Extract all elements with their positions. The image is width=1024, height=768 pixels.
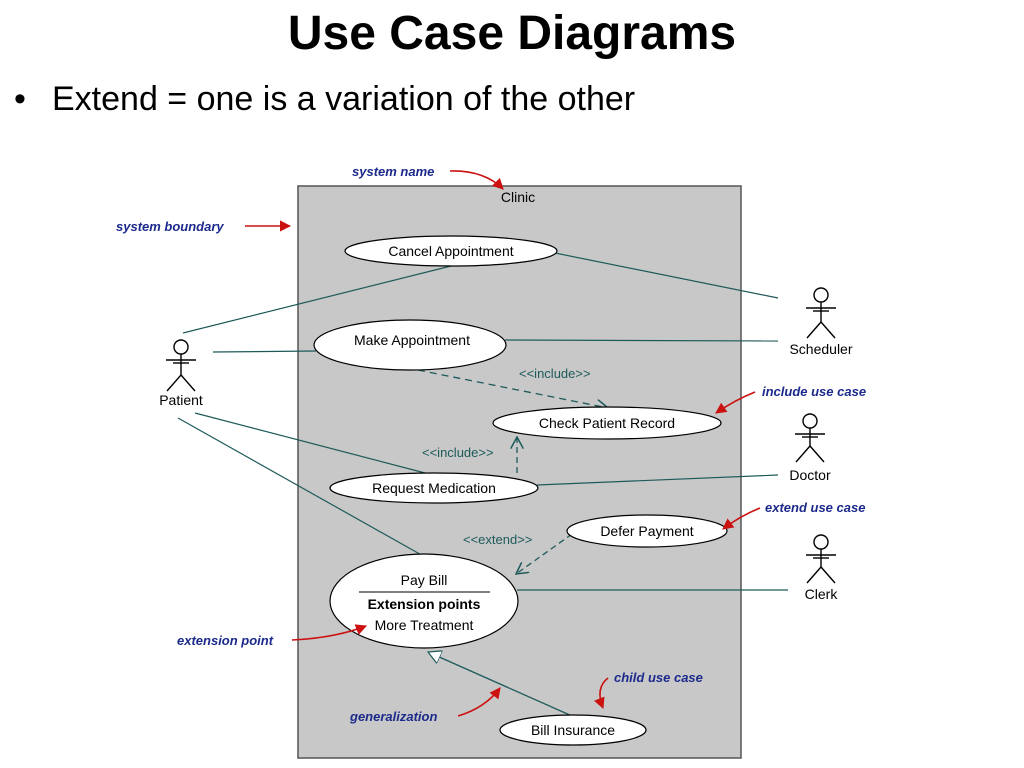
annotation-extend-use-case: extend use case [722, 500, 865, 530]
use-case-label: Make Appointment [354, 332, 470, 348]
annotation-text: generalization [349, 709, 437, 724]
annotation-generalization: generalization [349, 687, 501, 724]
annotation-text: extend use case [765, 500, 865, 515]
use-case-defer-payment: Defer Payment [566, 514, 728, 548]
include-arrow-make-check [417, 369, 608, 408]
bullet-point: • Extend = one is a variation of the othe… [14, 80, 635, 119]
assoc-patient-paybill [177, 417, 426, 558]
extension-points-header: Extension points [368, 596, 481, 612]
annotation-extension-point: extension point [177, 624, 368, 648]
assoc-patient-cancel [182, 264, 456, 334]
use-case-label: Cancel Appointment [388, 243, 513, 259]
actor-scheduler: Scheduler [789, 287, 853, 357]
association-lines [177, 252, 788, 591]
stick-figure-icon [795, 413, 825, 463]
bullet-marker: • [14, 80, 26, 118]
annotation-text: child use case [614, 670, 703, 685]
red-arrow [722, 507, 761, 530]
actor-label: Patient [159, 392, 203, 408]
actor-label: Doctor [789, 467, 831, 483]
annotation-child-use-case: child use case [594, 670, 703, 710]
assoc-scheduler-make [504, 339, 779, 342]
red-arrow [457, 687, 501, 717]
annotation-text: extension point [177, 633, 274, 648]
annotation-text: system name [352, 164, 434, 179]
use-case-make-appointment: Make Appointment [313, 319, 507, 371]
extension-point-more-treatment: More Treatment [375, 617, 474, 633]
use-case-label: Defer Payment [600, 523, 693, 539]
use-case-cancel-appointment: Cancel Appointment [344, 235, 558, 267]
actor-label: Clerk [805, 586, 839, 602]
include-label-2: <<include>> [422, 445, 494, 460]
red-arrow [594, 677, 609, 710]
annotation-include-use-case: include use case [715, 384, 866, 414]
use-case-label: Pay Bill [401, 572, 448, 588]
assoc-patient-request [194, 412, 426, 474]
include-label-1: <<include>> [519, 366, 591, 381]
assoc-doctor-request [536, 474, 779, 486]
actor-doctor: Doctor [789, 413, 831, 483]
annotation-system-name: system name [352, 164, 504, 190]
assoc-patient-make [212, 350, 317, 353]
annotation-text: system boundary [116, 219, 224, 234]
actor-label: Scheduler [789, 341, 852, 357]
use-case-request-medication: Request Medication [329, 472, 539, 504]
system-name-label: Clinic [501, 189, 535, 205]
red-arrow [715, 391, 756, 414]
red-arrow [291, 624, 368, 641]
generalization-arrow [428, 652, 573, 717]
actor-clerk: Clerk [805, 534, 839, 602]
assoc-scheduler-cancel [554, 252, 779, 299]
stick-figure-icon [166, 339, 196, 392]
use-case-check-patient-record: Check Patient Record [492, 406, 722, 440]
use-case-label: Check Patient Record [539, 415, 675, 431]
use-case-label: Bill Insurance [531, 722, 615, 738]
stick-figure-icon [806, 534, 836, 584]
extend-label: <<extend>> [463, 532, 532, 547]
actor-patient: Patient [159, 339, 203, 408]
annotation-system-boundary: system boundary [116, 219, 292, 234]
stick-figure-icon [806, 287, 836, 339]
bullet-text: Extend = one is a variation of the other [52, 80, 636, 118]
extend-arrow-defer-paybill [516, 533, 573, 574]
system-boundary-box [297, 185, 742, 759]
annotation-text: include use case [762, 384, 866, 399]
red-arrow [449, 170, 504, 190]
use-case-pay-bill: Pay Bill Extension points More Treatment [329, 553, 519, 649]
slide-title: Use Case Diagrams [287, 7, 737, 60]
use-case-label: Request Medication [372, 480, 496, 496]
use-case-bill-insurance: Bill Insurance [499, 714, 647, 746]
